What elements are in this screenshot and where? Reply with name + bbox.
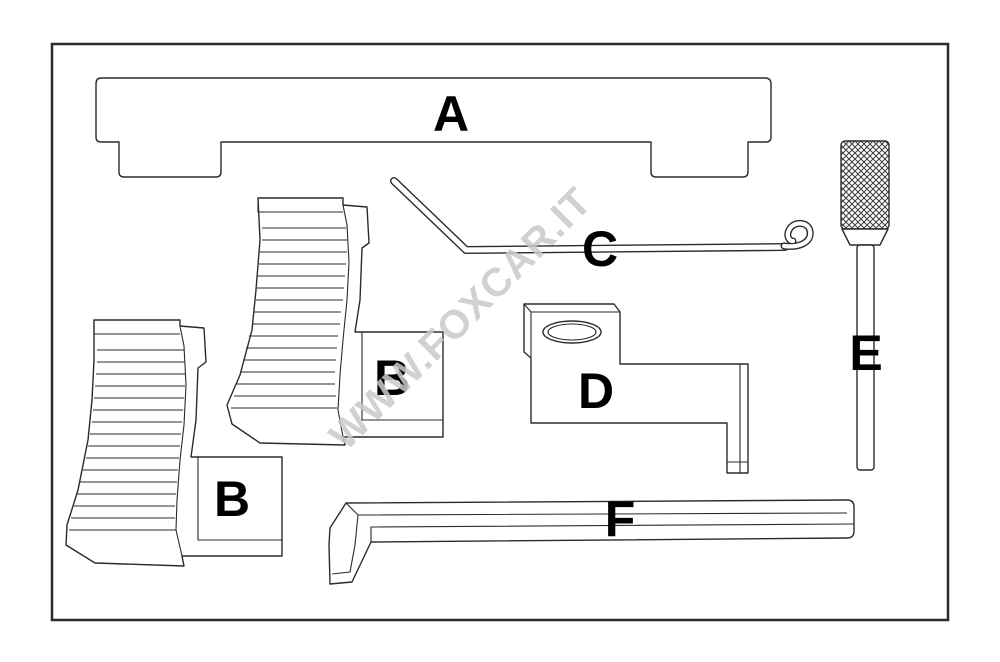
upper-block-teeth <box>231 227 347 409</box>
label-f: F <box>605 491 636 547</box>
tool-b-lower-block: B <box>65 319 283 567</box>
tool-a-plate: A <box>95 77 772 178</box>
tool-d-bracket: D <box>523 303 749 474</box>
lower-block-teeth <box>69 349 185 531</box>
tool-e-knurled-pin: E <box>840 140 890 471</box>
tool-f-bar: F <box>328 491 855 585</box>
label-b-upper: B <box>374 350 410 406</box>
tool-b-upper-block: B <box>226 197 444 446</box>
diagram-frame <box>50 42 950 622</box>
label-b-lower: B <box>214 471 250 527</box>
label-e: E <box>849 325 882 381</box>
tool-c-pin: C <box>390 177 814 277</box>
label-c: C <box>582 221 618 277</box>
label-a: A <box>433 86 469 142</box>
label-d: D <box>578 363 614 419</box>
